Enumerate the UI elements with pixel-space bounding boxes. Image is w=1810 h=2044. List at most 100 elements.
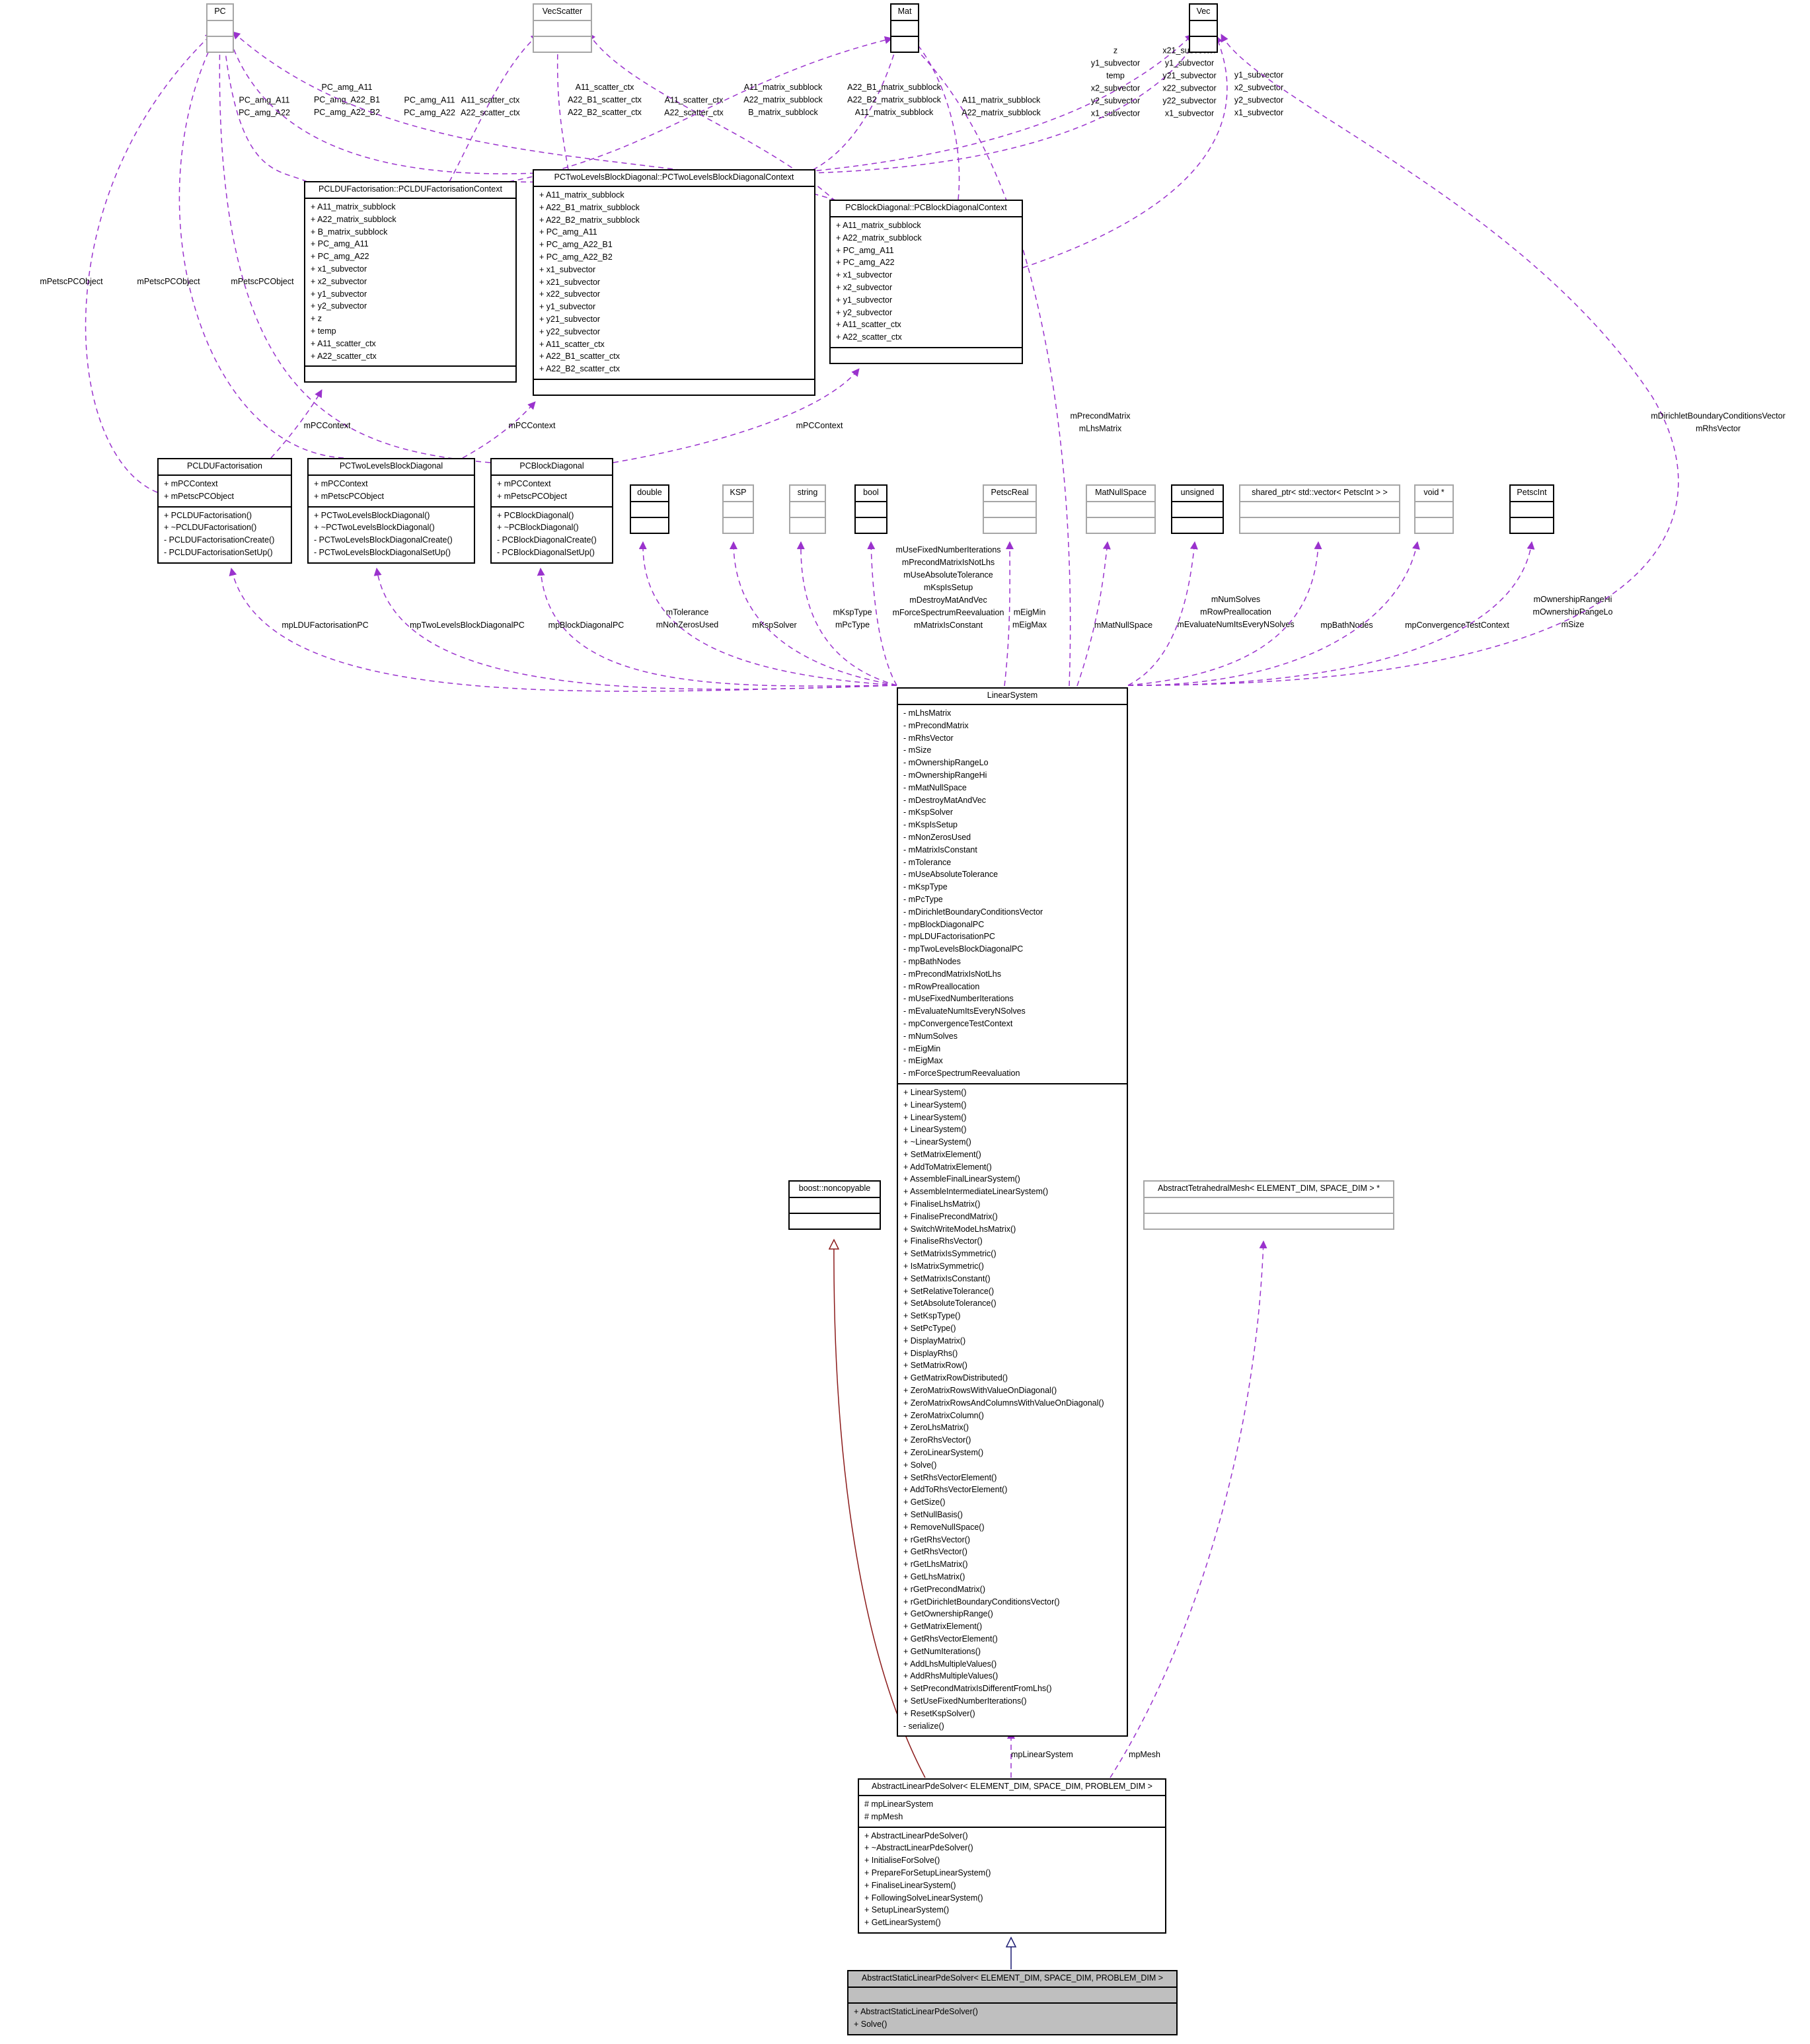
class-member: + RemoveNullSpace(): [903, 1522, 985, 1532]
class-member: + GetNumIterations(): [903, 1646, 981, 1656]
edge-linsys-ldu: mpLDUFactorisationPC: [229, 568, 897, 692]
edge-linsys-bool: mUseFixedNumberIterationsmPrecondMatrixI…: [867, 541, 1004, 686]
attributes-section: [724, 501, 753, 517]
class-box-pctwolevels-context[interactable]: PCTwoLevelsBlockDiagonal::PCTwoLevelsBlo…: [533, 169, 815, 396]
edge-line: [867, 541, 897, 686]
class-member: + ~PCTwoLevelsBlockDiagonal(): [314, 523, 435, 533]
edge-alps-linsys: mpLinearSystem: [1007, 1731, 1073, 1778]
class-box-unsigned[interactable]: unsigned: [1171, 484, 1224, 534]
class-title: boost::noncopyable: [798, 1184, 871, 1193]
class-member: + y1_subvector: [311, 289, 367, 299]
edge-label: PC_amg_A22: [239, 108, 290, 118]
class-member: + mPCContext: [497, 479, 551, 488]
class-box-mat[interactable]: Mat: [890, 3, 919, 53]
class-member: + AddToRhsVectorElement(): [903, 1485, 1008, 1495]
class-member: + FinalisePrecondMatrix(): [903, 1211, 998, 1221]
edge-label: PC_amg_A11: [404, 96, 455, 105]
methods-section: [207, 36, 233, 52]
class-box-matnullspace[interactable]: MatNullSpace: [1086, 484, 1156, 534]
class-member: + GetLhsMatrix(): [903, 1571, 965, 1581]
class-box-petscint[interactable]: PetscInt: [1509, 484, 1554, 534]
class-member: - mUseAbsoluteTolerance: [903, 870, 999, 880]
edge-label: A11_scatter_ctx: [461, 96, 520, 105]
methods-section: [891, 36, 918, 52]
class-title: AbstractLinearPdeSolver< ELEMENT_DIM, SP…: [872, 1782, 1152, 1791]
class-member: + SetMatrixElement(): [903, 1149, 981, 1159]
class-member: - mNonZerosUsed: [903, 832, 971, 842]
edge-tlbd_ctx-vecscatter: A11_scatter_ctxA22_B1_scatter_ctxA22_B2_…: [554, 34, 642, 170]
edge-label: mPetscPCObject: [137, 277, 200, 286]
class-box-petscreal[interactable]: PetscReal: [983, 484, 1037, 534]
edge-label: mMatNullSpace: [1094, 621, 1152, 630]
edge-line: [537, 568, 897, 687]
class-box-pcblockdiagonal[interactable]: PCBlockDiagonal + mPCContext+ mPetscPCOb…: [490, 458, 613, 564]
class-box-string[interactable]: string: [789, 484, 826, 534]
edge-line: [911, 38, 960, 200]
edge-label: mOwnershipRangeLo: [1533, 607, 1613, 617]
edge-label: PC_amg_A22_B2: [314, 108, 380, 117]
attributes-section: + A11_matrix_subblock+ A22_matrix_subblo…: [305, 198, 515, 365]
class-title: PCBlockDiagonal: [519, 461, 584, 471]
class-box-bool[interactable]: bool: [854, 484, 887, 534]
class-member: - mPrecondMatrix: [903, 720, 969, 730]
edge-label: x1_subvector: [1234, 108, 1283, 118]
edge-label: x2_subvector: [1091, 84, 1140, 93]
class-member: - PCLDUFactorisationSetUp(): [164, 547, 273, 557]
class-member: + SetRelativeTolerance(): [903, 1286, 995, 1296]
class-member: + PC_amg_A11: [539, 227, 597, 237]
class-box-abstract-linear-pde-solver[interactable]: AbstractLinearPdeSolver< ELEMENT_DIM, SP…: [858, 1778, 1166, 1934]
edge-label: mEvaluateNumItsEveryNSolves: [1177, 620, 1294, 629]
edge-line: [812, 38, 901, 170]
attributes-section: [1511, 501, 1553, 517]
class-member: + rGetLhsMatrix(): [903, 1560, 968, 1570]
edge-line: [1110, 1240, 1267, 1778]
class-title: double: [637, 488, 662, 497]
class-box-boost-noncopyable[interactable]: boost::noncopyable: [788, 1180, 881, 1230]
class-member: + A22_B2_matrix_subblock: [539, 215, 640, 225]
class-box-vecscatter[interactable]: VecScatter: [533, 3, 592, 53]
edge-label: mOwnershipRangeHi: [1534, 595, 1612, 604]
class-box-void-ptr[interactable]: void *: [1414, 484, 1454, 534]
class-member: - mOwnershipRangeLo: [903, 758, 989, 768]
class-member: + A22_B2_scatter_ctx: [539, 364, 620, 374]
class-member: + ResetKspSolver(): [903, 1708, 975, 1718]
class-member: - mEigMax: [903, 1056, 943, 1066]
class-box-pctwolevelsblockdiagonal[interactable]: PCTwoLevelsBlockDiagonal + mPCContext+ m…: [307, 458, 475, 564]
class-member: + y2_subvector: [311, 301, 367, 311]
class-member: + AssembleFinalLinearSystem(): [903, 1174, 1020, 1184]
class-box-double[interactable]: double: [630, 484, 669, 534]
attributes-section: [790, 1197, 880, 1213]
edge-line: [587, 32, 837, 202]
class-title: PCLDUFactorisation: [187, 461, 262, 471]
class-box-pc[interactable]: PC: [206, 3, 234, 53]
class-title: string: [797, 488, 818, 497]
edge-label: mpBlockDiagonalPC: [548, 621, 624, 630]
class-box-pcblockdiagonal-context[interactable]: PCBlockDiagonal::PCBlockDiagonalContext …: [829, 200, 1023, 364]
class-box-shared-ptr[interactable]: shared_ptr< std::vector< PetscInt > >: [1239, 484, 1400, 534]
edge-linsys-tlbd: mpTwoLevelsBlockDiagonalPC: [373, 568, 897, 690]
class-member: - mEigMin: [903, 1043, 941, 1053]
class-box-vec[interactable]: Vec: [1189, 3, 1218, 53]
class-member: + AddLhsMultipleValues(): [903, 1659, 997, 1669]
edge-bd-bd_ctx: mPCContext: [613, 368, 860, 463]
class-box-pcldu-context[interactable]: PCLDUFactorisation::PCLDUFactorisationCo…: [304, 181, 517, 383]
edge-line: [1127, 541, 1420, 686]
class-box-abstract-static-linear-pde-solver[interactable]: AbstractStaticLinearPdeSolver< ELEMENT_D…: [847, 1970, 1178, 2035]
class-box-ksp[interactable]: KSP: [722, 484, 754, 534]
class-member: + SetNullBasis(): [903, 1510, 963, 1519]
class-box-abstract-tetrahedral-mesh[interactable]: AbstractTetrahedralMesh< ELEMENT_DIM, SP…: [1143, 1180, 1394, 1230]
edge-label: y1_subvector: [1234, 71, 1283, 80]
class-box-pcldufactorisation[interactable]: PCLDUFactorisation + mPCContext+ mPetscP…: [157, 458, 292, 564]
edge-line: [215, 34, 491, 463]
class-member: + SetKspType(): [903, 1311, 961, 1321]
methods-section: [984, 517, 1036, 533]
attributes-section: [1190, 20, 1217, 36]
edge-label: PC_amg_A22_B1: [314, 95, 380, 104]
class-title: PCTwoLevelsBlockDiagonal: [339, 461, 443, 471]
class-member: + A22_matrix_subblock: [836, 233, 922, 243]
edge-line: [508, 36, 893, 182]
class-box-linearsystem[interactable]: LinearSystem - mLhsMatrix- mPrecondMatri…: [897, 687, 1128, 1737]
